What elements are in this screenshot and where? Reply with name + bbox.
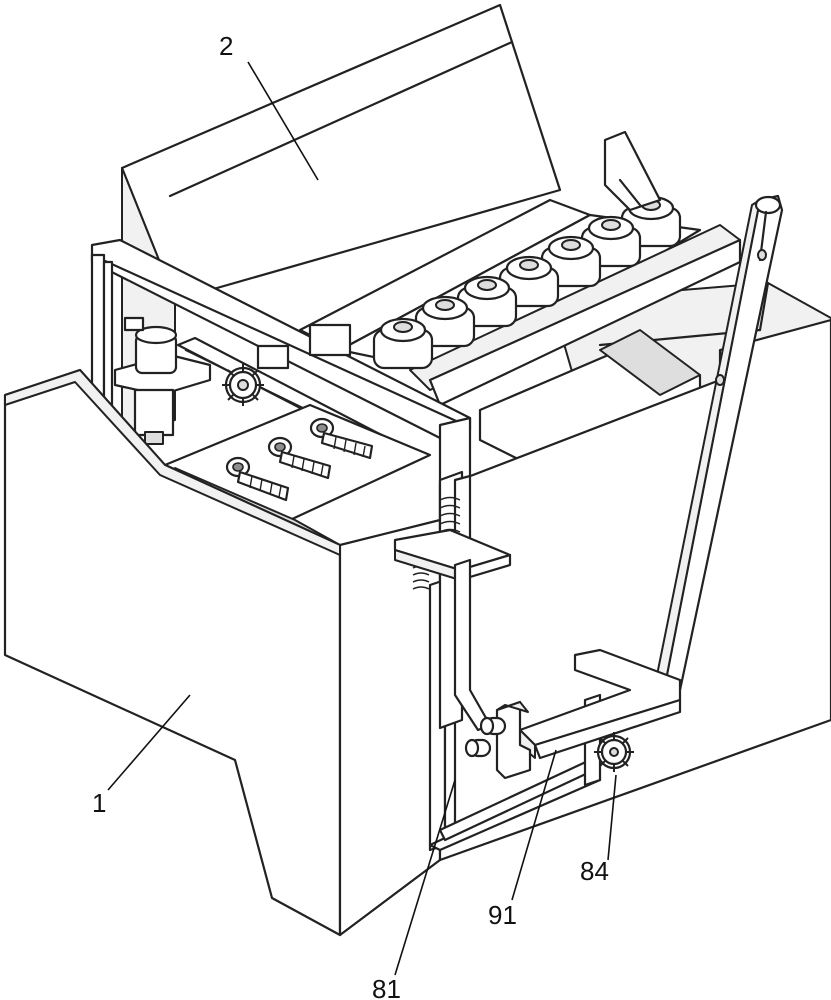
spur-gear-icon xyxy=(222,364,264,406)
label-part-81: 81 xyxy=(372,974,401,1000)
roller xyxy=(372,317,434,370)
rear-bracket xyxy=(603,130,662,212)
inner-platform xyxy=(478,329,702,472)
label-part-2: 2 xyxy=(219,31,233,61)
handle-part-91 xyxy=(495,194,784,780)
guide-rollers xyxy=(464,716,507,758)
roller-row xyxy=(372,195,682,370)
label-part-84: 84 xyxy=(580,856,609,886)
nozzle xyxy=(267,436,332,480)
drive-motor xyxy=(113,316,212,445)
label-part-1: 1 xyxy=(92,788,106,818)
nozzle xyxy=(309,417,374,460)
gear-part-84-icon xyxy=(594,732,634,772)
leader-lines xyxy=(107,61,617,976)
nozzle xyxy=(225,456,290,502)
nozzle-row xyxy=(225,417,374,502)
label-part-91: 91 xyxy=(488,900,517,930)
